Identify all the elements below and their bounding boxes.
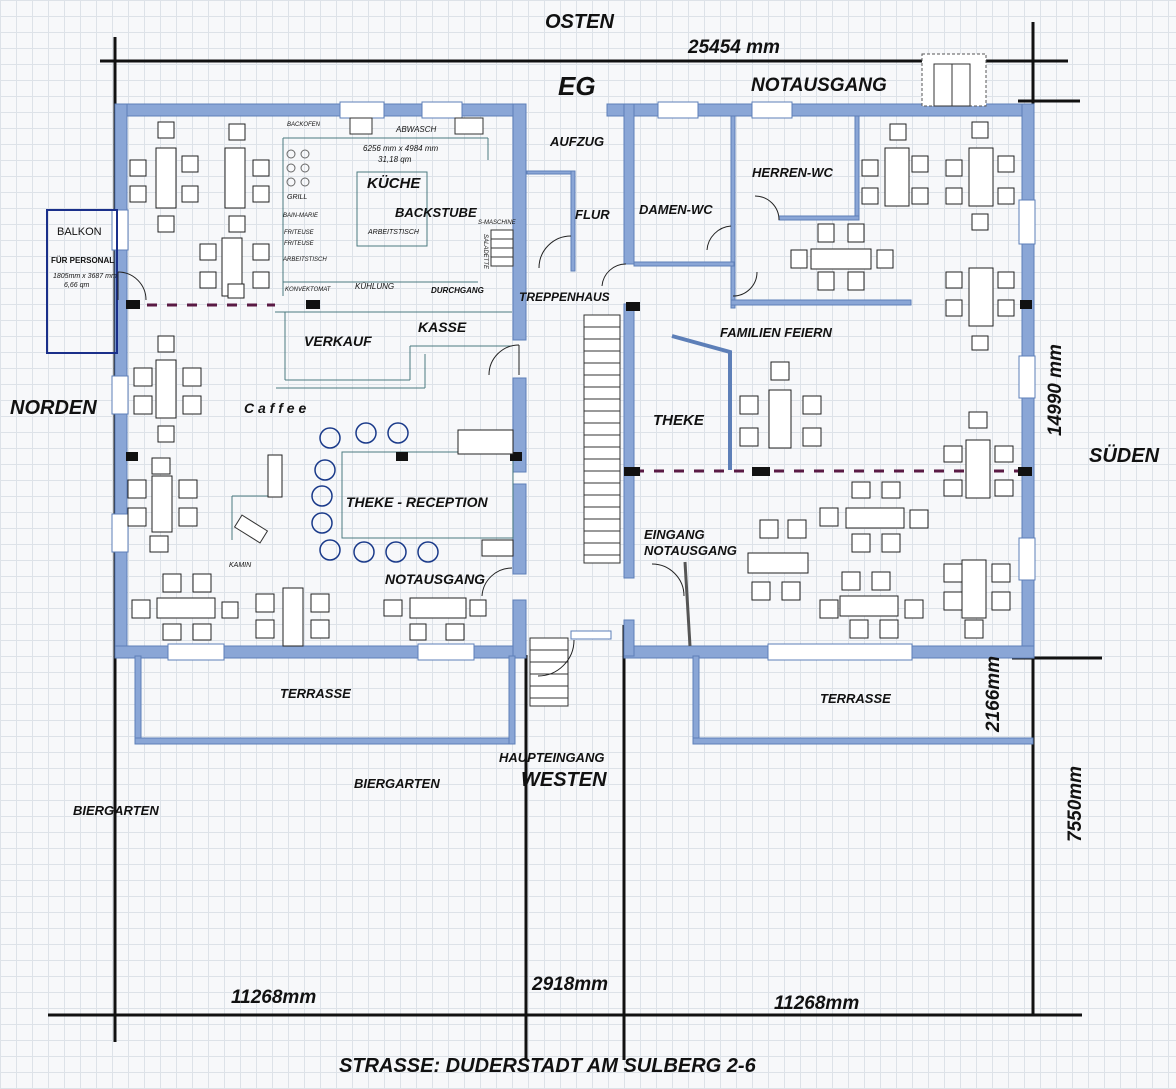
label-balkon-sub: FÜR PERSONAL xyxy=(51,256,115,265)
label-biergarten-center: BIERGARTEN xyxy=(354,776,440,791)
room-familien-feiern: FAMILIEN FEIERN xyxy=(720,325,832,340)
label-kamin: KAMIN xyxy=(229,562,252,569)
dim-total-width: 25454 mm xyxy=(688,37,780,58)
label-haupteingang: HAUPTEINGANG xyxy=(499,750,605,765)
kamin-symbol xyxy=(233,514,269,544)
label-notausgang-bottom: NOTAUSGANG xyxy=(385,571,486,587)
room-theke: THEKE xyxy=(653,412,704,429)
label-balkon-size: 1805mm x 3687 mm xyxy=(53,273,117,280)
room-damen-wc: DAMEN-WC xyxy=(639,202,713,217)
sinks xyxy=(349,117,484,135)
windows xyxy=(111,101,1036,661)
room-kasse: KASSE xyxy=(418,319,467,335)
item-konvektomat: KONVEKTOMAT xyxy=(285,287,331,293)
label-balkon-area: 6,66 qm xyxy=(64,282,90,289)
chairs xyxy=(127,121,1015,641)
door-swings xyxy=(117,195,780,677)
compass-north: NORDEN xyxy=(10,397,97,419)
item-s-maschine: S-MASCHINE xyxy=(478,220,516,226)
kitchen-size: 6256 mm x 4984 mm xyxy=(363,144,439,153)
room-caffee: C a f f e e xyxy=(244,400,307,416)
room-aufzug: AUFZUG xyxy=(550,134,605,149)
emergency-stair-steps xyxy=(933,63,971,107)
room-kueche: KÜCHE xyxy=(367,175,421,192)
compass-west: WESTEN xyxy=(521,769,607,791)
floor-label: EG xyxy=(558,71,596,101)
furniture xyxy=(151,147,994,647)
dim-left-span: 11268mm xyxy=(231,987,317,1008)
room-treppenhaus: TREPPENHAUS xyxy=(519,290,610,304)
item-arbeitstisch-1: ARBEITSTISCH xyxy=(283,257,327,263)
item-backofen: BACKOFEN xyxy=(287,122,321,128)
compass-south: SÜDEN xyxy=(1089,445,1160,467)
room-dividers xyxy=(127,303,1022,473)
dim-terrace-depth: 2166mm xyxy=(983,655,1004,732)
room-backstube: BACKSTUBE xyxy=(395,205,477,220)
dim-right-span: 11268mm xyxy=(774,993,860,1014)
item-kuehlung: KÜHLUNG xyxy=(355,282,395,291)
dim-garden-depth: 7550mm xyxy=(1065,765,1086,842)
theke-counter xyxy=(671,334,732,470)
room-eingang-notausgang: EINGANG NOTAUSGANG xyxy=(644,527,737,558)
room-reception: THEKE - RECEPTION xyxy=(346,494,488,510)
item-arbeitstisch-2: ARBEITSTISCH xyxy=(368,229,419,236)
street-label: STRASSE: DUDERSTADT AM SULBERG 2-6 xyxy=(339,1055,756,1077)
dim-depth: 14990 mm xyxy=(1045,344,1066,436)
staircase xyxy=(490,229,621,707)
entrance-rail xyxy=(683,561,692,647)
item-saladette: SALADETTE xyxy=(482,234,488,270)
divider-posts xyxy=(126,300,1032,476)
kitchen-area: 31,18 qm xyxy=(378,155,412,164)
item-abwasch: ABWASCH xyxy=(396,125,437,134)
label-notausgang-top: NOTAUSGANG xyxy=(751,75,887,96)
label-terrasse-left: TERRASSE xyxy=(280,686,351,701)
item-grill: GRILL xyxy=(287,194,308,201)
item-durchgang: DURCHGANG xyxy=(431,286,484,295)
room-verkauf: VERKAUF xyxy=(304,333,372,349)
kitchen-equipment xyxy=(231,137,514,540)
label-biergarten-left: BIERGARTEN xyxy=(73,803,159,818)
label-balkon: BALKON xyxy=(57,226,102,238)
balkon-outline xyxy=(46,209,118,354)
bar-stools xyxy=(311,422,439,563)
item-friteuse-2: FRITEUSE xyxy=(284,241,314,247)
label-terrasse-right: TERRASSE xyxy=(820,691,891,706)
room-flur: FLUR xyxy=(575,207,610,222)
room-herren-wc: HERREN-WC xyxy=(752,165,833,180)
dim-center-span: 2918mm xyxy=(532,974,609,995)
compass-east: OSTEN xyxy=(545,11,614,33)
item-bain-marie: BAIN-MARIE xyxy=(283,213,319,219)
stove-burners xyxy=(286,149,310,187)
item-friteuse-1: FRITEUSE xyxy=(284,230,314,236)
